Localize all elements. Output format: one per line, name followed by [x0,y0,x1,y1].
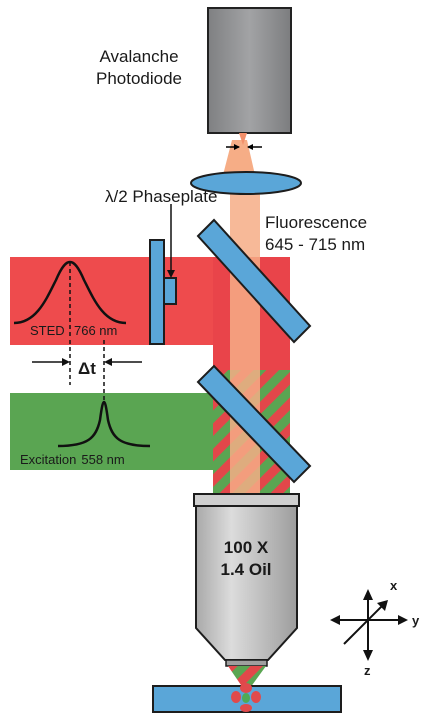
focus-cone [228,666,266,688]
sample-spot-bottom [240,704,252,712]
phaseplate-leader-head [167,270,175,278]
fluorescence-beam [230,182,260,494]
axis-x-arrowhead [377,600,388,611]
axis-z-arrowhead [363,650,373,661]
detector-label-line1: Avalanche [99,47,178,66]
objective-label-line1: 100 X [224,538,269,557]
focusing-lens [190,171,302,195]
axis-x-label: x [390,578,398,593]
excitation-name: Excitation [20,452,76,467]
fluorescence-label-line1: Fluorescence [265,213,367,232]
axis-y-arrowhead [398,615,408,625]
sample-spot-left [231,691,241,703]
fluorescence-beam-cone [223,140,255,175]
axis-y-arrowhead-left [330,615,340,625]
phaseplate-label: λ/2 Phaseplate [105,187,217,206]
excitation-pulse-curve [57,400,151,448]
axis-x-line [343,603,385,645]
delay-arrowhead-left [62,358,70,366]
objective-body [195,505,298,661]
detector-box [207,7,292,134]
dichroic-mirror-upper [196,218,312,344]
fluorescence-label-line2: 645 - 715 nm [265,235,365,254]
delay-label: Δt [78,359,96,378]
phaseplate [149,239,165,345]
detector-label-line2: Photodiode [96,69,182,88]
pinhole-arrowhead-right [247,144,253,150]
dichroic-mirror-lower [196,364,312,484]
sted-wavelength-label: 766 nm [74,323,117,338]
phaseplate-step [163,277,177,305]
sample-spot-center [242,693,250,703]
axis-z-label: z [364,663,371,678]
detector-pinhole-beam [239,133,247,145]
pinhole-arrowhead-left [234,144,240,150]
sted-name-label: STED [30,323,65,338]
delay-arrowhead-right [104,358,112,366]
axis-z-arrowhead-top [363,589,373,600]
objective-label-line2: 1.4 Oil [220,560,271,579]
objective-collar [193,493,300,507]
excitation-label: Excitation 558 nm [20,452,125,467]
sample-spot-top [240,683,252,693]
axis-y-label: y [412,613,420,628]
excitation-beam [10,393,220,470]
objective-tip [225,659,268,667]
excitation-wavelength: 558 nm [81,452,124,467]
sample-spot-right [251,691,261,703]
